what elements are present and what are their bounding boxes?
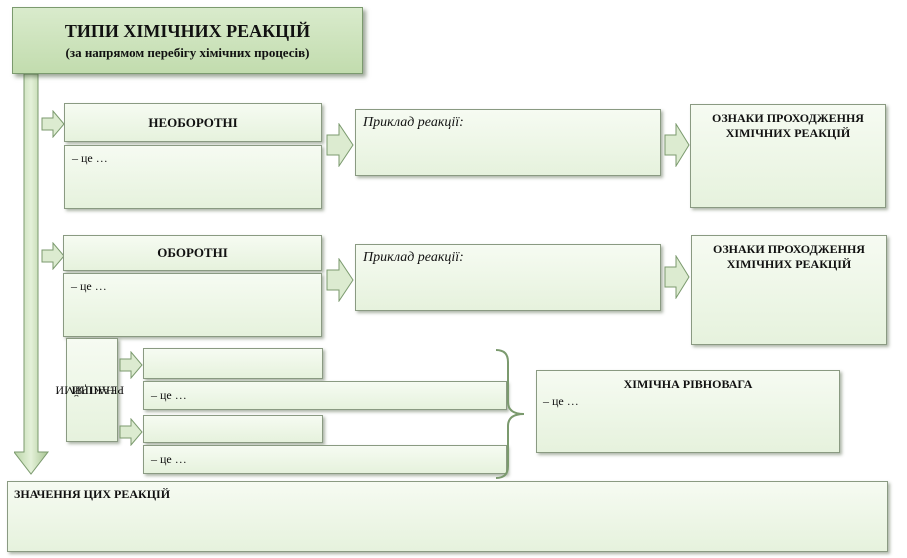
- reversible-signs-box: ОЗНАКИ ПРОХОДЖЕННЯ ХІМІЧНИХ РЕАКЦІЙ: [691, 235, 887, 345]
- arrow-to-reversible-example-icon: [326, 258, 354, 302]
- curly-brace-icon: [495, 349, 525, 479]
- irreversible-signs-box: ОЗНАКИ ПРОХОДЖЕННЯ ХІМІЧНИХ РЕАКЦІЙ: [690, 104, 886, 208]
- equilibrium-definition: – це …: [543, 394, 579, 408]
- arrow-to-irreversible-icon: [41, 110, 65, 138]
- arrow-to-reversible-icon: [41, 242, 65, 270]
- significance-label: ЗНАЧЕННЯ ЦИХ РЕАКЦІЙ: [14, 487, 171, 501]
- arrow-to-reversible-signs-icon: [664, 255, 690, 299]
- reversible-example-box: Приклад реакції:: [355, 244, 661, 311]
- title-box: ТИПИ ХІМІЧНИХ РЕАКЦІЙ (за напрямом переб…: [12, 7, 363, 74]
- reversible-label: ОБОРОТНІ: [63, 235, 322, 271]
- second-direction-definition-box: – це …: [143, 445, 507, 474]
- title-main: ТИПИ ХІМІЧНИХ РЕАКЦІЙ: [64, 20, 311, 41]
- significance-box: ЗНАЧЕННЯ ЦИХ РЕАКЦІЙ: [7, 481, 888, 552]
- arrow-to-first-direction-icon: [119, 351, 143, 379]
- equilibrium-label: ХІМІЧНА РІВНОВАГА: [623, 377, 753, 391]
- directions-label-line2: РЕАКЦІЙ: [72, 383, 125, 398]
- irreversible-example-box: Приклад реакції:: [355, 109, 661, 176]
- reversible-signs-label: ОЗНАКИ ПРОХОДЖЕННЯ ХІМІЧНИХ РЕАКЦІЙ: [713, 242, 865, 271]
- arrow-to-irreversible-example-icon: [326, 123, 354, 167]
- title-subtitle: (за напрямом перебігу хімічних процесів): [65, 44, 310, 60]
- irreversible-label: НЕОБОРОТНІ: [64, 103, 322, 142]
- first-direction-label-box: [143, 348, 323, 379]
- first-direction-definition-box: – це …: [143, 381, 507, 410]
- arrow-to-second-direction-icon: [119, 418, 143, 446]
- directions-label-box: НАПРЯМИ РЕАКЦІЙ: [56, 338, 125, 442]
- arrow-to-irreversible-signs-icon: [664, 123, 690, 167]
- reversible-definition-box: – це …: [63, 273, 322, 337]
- second-direction-label-box: [143, 415, 323, 443]
- equilibrium-box: ХІМІЧНА РІВНОВАГА – це …: [536, 370, 840, 453]
- irreversible-signs-label: ОЗНАКИ ПРОХОДЖЕННЯ ХІМІЧНИХ РЕАКЦІЙ: [712, 111, 864, 140]
- irreversible-definition-box: – це …: [64, 145, 322, 209]
- main-down-arrow: [14, 74, 50, 475]
